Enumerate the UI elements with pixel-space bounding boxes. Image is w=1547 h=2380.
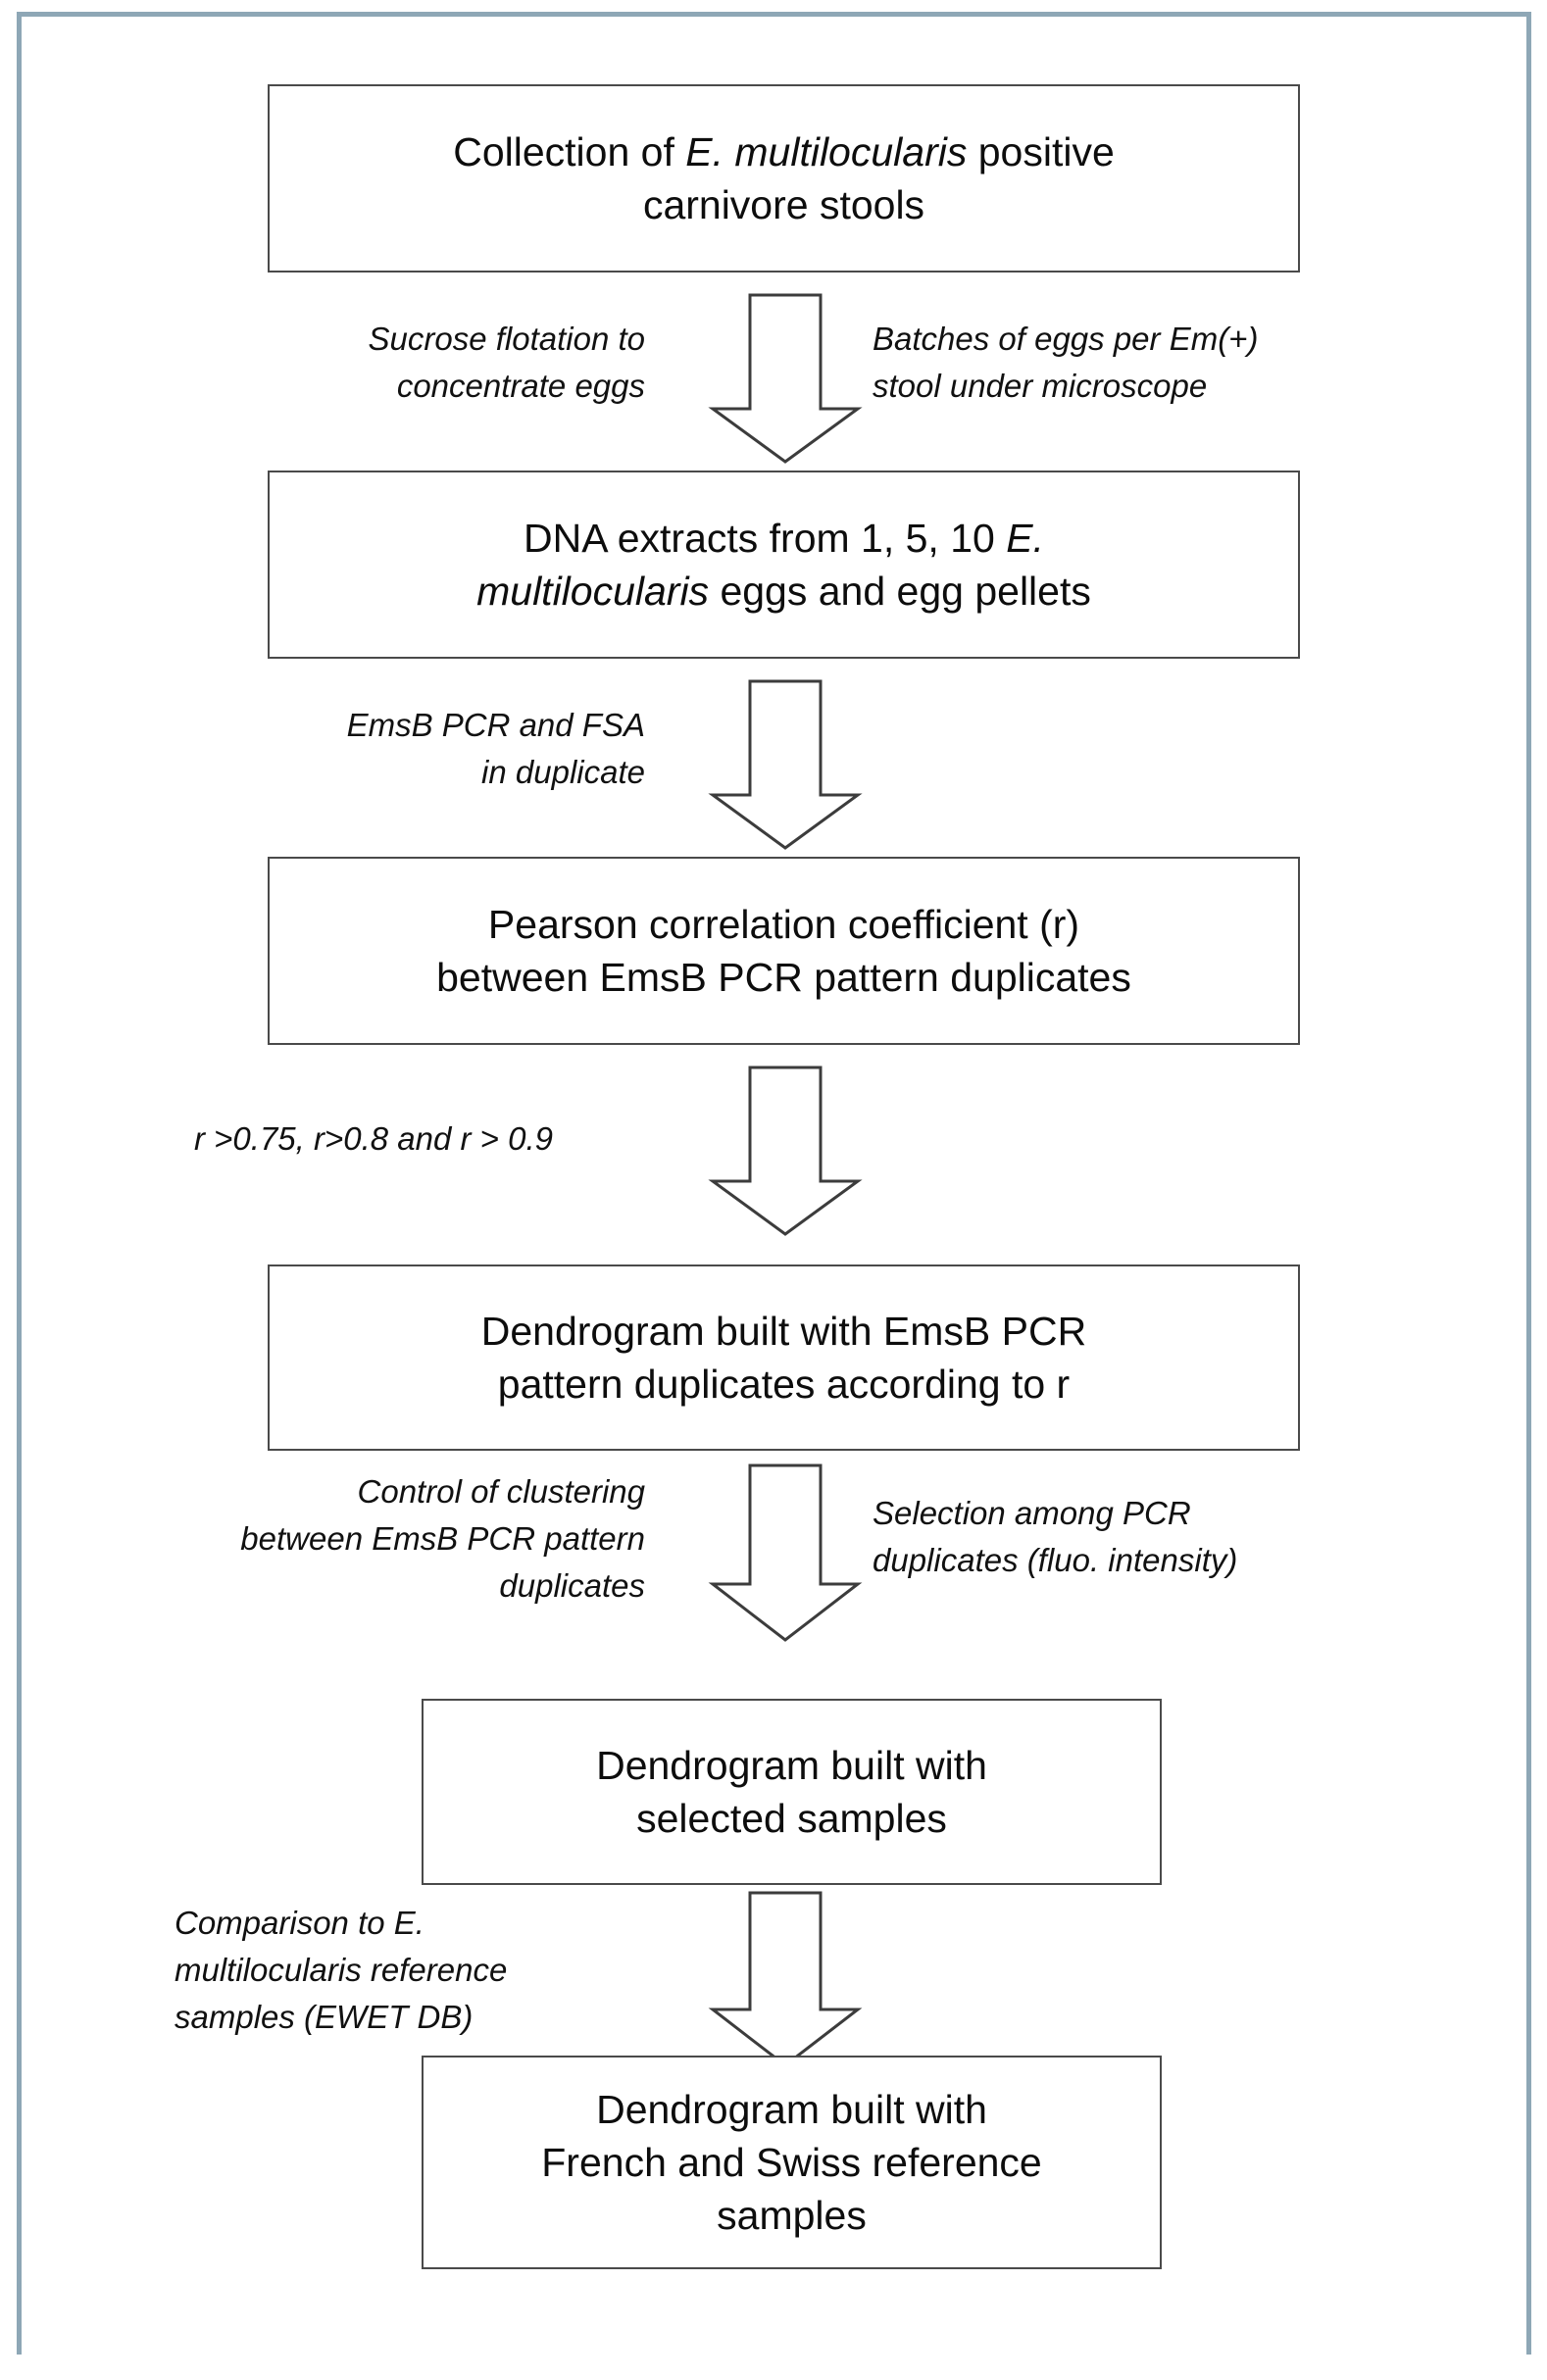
dna-line1-italic: E. (1006, 515, 1044, 561)
pearson-line2: between EmsB PCR pattern duplicates (436, 955, 1131, 1000)
collection-line2: carnivore stools (642, 182, 925, 227)
note-sucrose-flotation: Sucrose flotation to concentrate eggs (368, 321, 646, 405)
arrow-collection-to-dna-extracts (708, 293, 863, 464)
flow-box-dendrogram-duplicates: Dendrogram built with EmsB PCR pattern du… (268, 1264, 1300, 1451)
note-emsb-pcr-fsa: EmsB PCR and FSA in duplicate (346, 707, 645, 791)
collection-line1-italic: E. multilocularis (685, 128, 968, 174)
pearson-line1: Pearson correlation coefficient (r) (487, 901, 1080, 947)
note-comparison-reference-samples: Comparison to E. multilocularis referenc… (175, 1905, 508, 2036)
note-batches-of-eggs: Batches of eggs per Em(+) stool under mi… (873, 321, 1259, 405)
collection-line1-pre: Collection of (453, 128, 686, 174)
dendro-sel-line2: selected samples (636, 1796, 947, 1841)
flow-box-collection: Collection of E. multilocularis positive… (268, 84, 1300, 273)
dendro-dup-line2: pattern duplicates according to r (497, 1362, 1071, 1407)
arrow-dna-extracts-to-pearson (708, 679, 863, 850)
note-selection-among-pcr: Selection among PCR duplicates (fluo. in… (873, 1495, 1238, 1579)
flow-box-pearson-correlation: Pearson correlation coefficient (r) betwe… (268, 857, 1300, 1045)
flow-box-collection-text: Collection of E. multilocularis positive… (291, 125, 1276, 231)
dendro-sel-line1: Dendrogram built with (596, 1742, 987, 1788)
note-control-of-clustering: Control of clustering between EmsB PCR p… (240, 1473, 645, 1605)
note-r-thresholds: r >0.75, r>0.8 and r > 0.9 (194, 1120, 553, 1157)
arrow-pearson-to-dendrogram-duplicates (708, 1066, 863, 1236)
flow-box-dna-extracts: DNA extracts from 1, 5, 10 E. multilocula… (268, 471, 1300, 659)
dendro-ref-line1: Dendrogram built with (596, 2086, 987, 2132)
flow-box-pearson-text: Pearson correlation coefficient (r) betwe… (291, 898, 1276, 1004)
flow-box-dendrogram-selected-text: Dendrogram built with selected samples (445, 1739, 1138, 1845)
dna-line1-pre: DNA extracts from 1, 5, 10 (524, 515, 1007, 561)
flow-box-dendrogram-duplicates-text: Dendrogram built with EmsB PCR pattern du… (291, 1305, 1276, 1411)
dendro-ref-line3: samples (717, 2193, 867, 2239)
dna-line2-italic: multilocularis (476, 569, 710, 614)
flow-box-dendrogram-selected: Dendrogram built with selected samples (422, 1699, 1162, 1885)
flow-box-dna-extracts-text: DNA extracts from 1, 5, 10 E. multilocula… (291, 512, 1276, 618)
collection-line1-post: positive (967, 128, 1115, 174)
dendro-ref-line2: French and Swiss reference (541, 2139, 1042, 2185)
arrow-dendrogram-duplicates-to-selected (708, 1463, 863, 1642)
arrow-dendrogram-selected-to-reference (708, 1891, 863, 2067)
dna-line2-post: eggs and egg pellets (709, 569, 1091, 614)
dendro-dup-line1: Dendrogram built with EmsB PCR (480, 1308, 1087, 1354)
